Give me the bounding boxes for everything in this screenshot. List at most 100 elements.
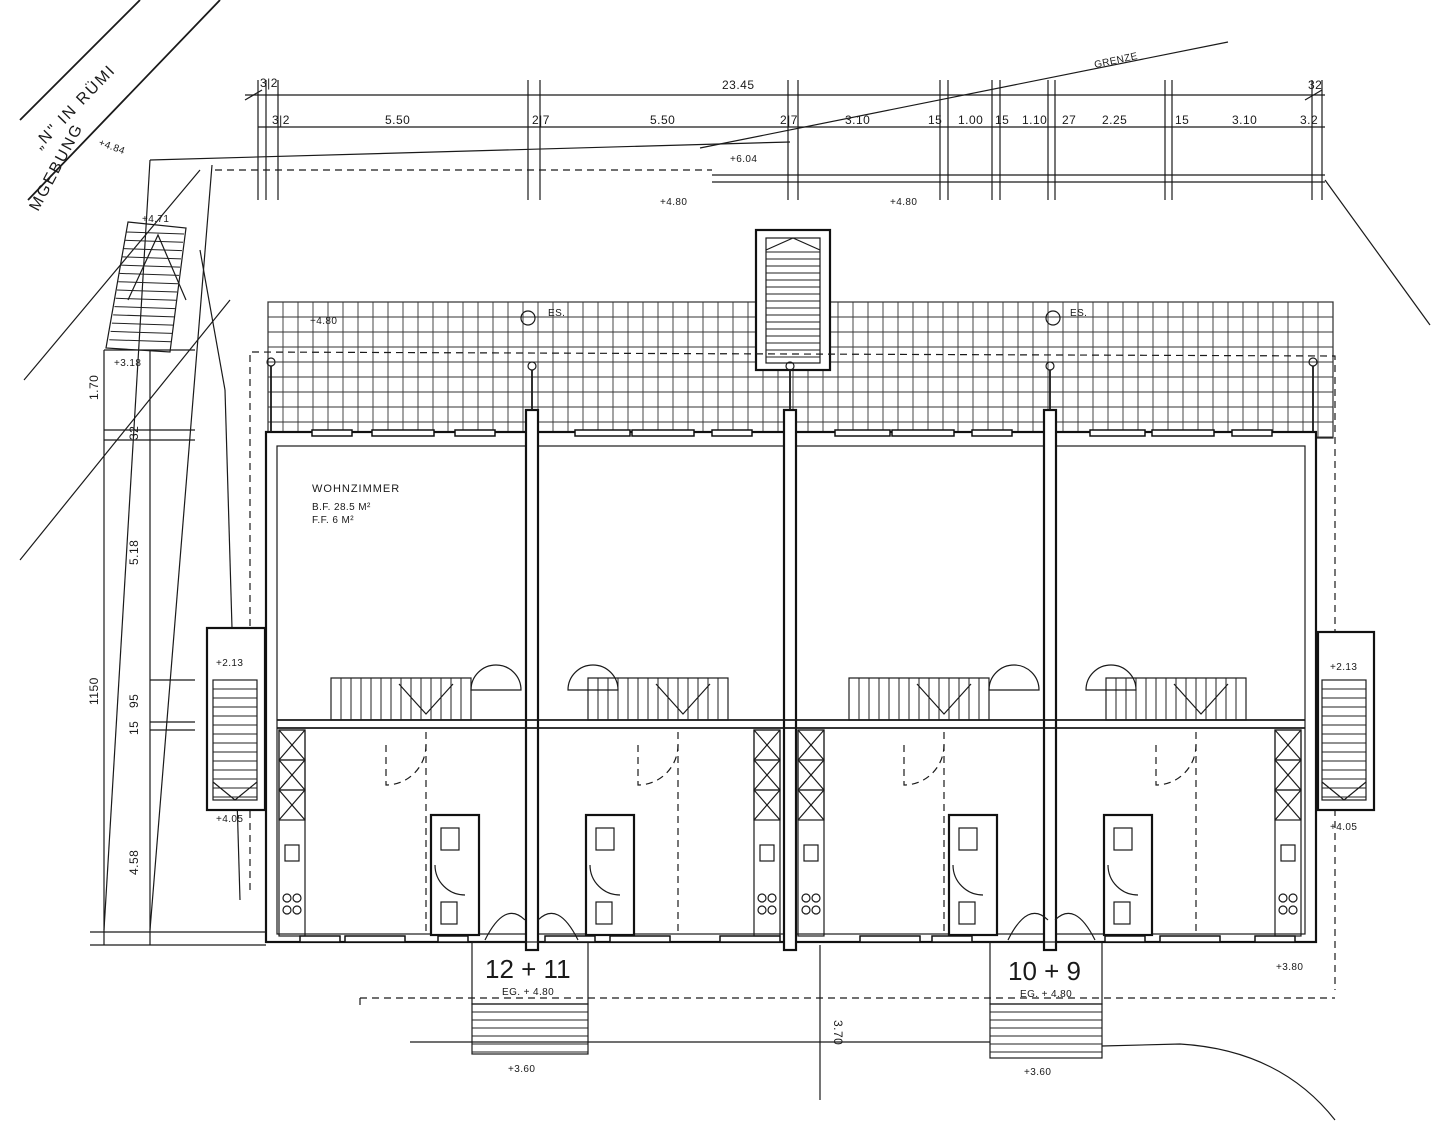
- hob-ring: [282, 893, 292, 903]
- window: [299, 935, 341, 943]
- dim-left-seg-5: 15: [127, 721, 141, 735]
- dimension-chain-left: 1150 1.70 32 5.18 95 15 4.58: [87, 349, 195, 945]
- hob-ring: [282, 905, 292, 915]
- house-level-left-pair: EG. + 4.80: [502, 987, 554, 998]
- house-number-right-pair: 10 + 9: [1008, 956, 1081, 986]
- house-number-left-pair: 12 + 11: [485, 954, 571, 984]
- dim-bottom-depth: 3.70: [831, 1020, 845, 1045]
- level-boundary-point: +6.04: [730, 154, 757, 165]
- stair-arrow: [655, 683, 711, 715]
- wc-enclosure: [947, 813, 999, 937]
- window: [711, 429, 753, 437]
- hob-ring: [292, 893, 302, 903]
- cabinet-cross: [753, 789, 781, 821]
- hob-ring: [757, 905, 767, 915]
- dim-segment-label: 2.25: [1102, 113, 1127, 127]
- hob-ring: [811, 893, 821, 903]
- wc-door-swing: [434, 864, 466, 896]
- cabinet-cross: [1274, 759, 1302, 791]
- cabinet-cross: [278, 759, 306, 791]
- window: [544, 935, 596, 943]
- dim-segment-label: 3.10: [1232, 113, 1257, 127]
- stair-tread: [125, 231, 185, 235]
- stair-tread: [113, 314, 175, 318]
- door-swing: [567, 664, 619, 691]
- hob-ring: [1288, 905, 1298, 915]
- window: [609, 935, 671, 943]
- hob-ring: [757, 893, 767, 903]
- post: [527, 361, 537, 371]
- room-name: WOHNZIMMER: [312, 483, 400, 495]
- dim-segment-label: 3|2: [272, 113, 290, 127]
- level-stair-bottom: +3.18: [114, 358, 141, 369]
- stair-tread: [116, 289, 178, 293]
- room-floor-area: B.F. 28.5 M²: [312, 502, 371, 513]
- wc-toilet: [440, 901, 458, 925]
- dim-segment-label: 1.10: [1022, 113, 1047, 127]
- cabinet-cross: [797, 789, 825, 821]
- hob-ring: [1288, 893, 1298, 903]
- dim-segment-label: 15: [928, 113, 942, 127]
- sink: [803, 844, 819, 862]
- cabinet: [1274, 789, 1302, 821]
- hob-ring: [292, 905, 302, 915]
- window: [834, 429, 891, 437]
- dim-tick: [244, 89, 263, 101]
- level-side-low-left: +4.05: [216, 814, 243, 825]
- dim-segment-label: 2|7: [780, 113, 798, 127]
- window: [631, 429, 695, 437]
- stair-arrow: [916, 683, 972, 715]
- hob-ring: [1278, 893, 1288, 903]
- dim-tick: [1304, 89, 1323, 101]
- hob-ring: [811, 905, 821, 915]
- party-wall: [782, 408, 798, 952]
- entry-door-swing: [1007, 912, 1049, 941]
- dim-segment-label: 3.10: [845, 113, 870, 127]
- stair-tread: [114, 306, 176, 310]
- window: [1159, 935, 1221, 943]
- house-level-right-pair: EG. + 4.80: [1020, 989, 1072, 1000]
- stair-tread: [115, 297, 177, 301]
- door-swing-dashed: [903, 744, 945, 786]
- stair-tread: [118, 281, 179, 285]
- entry-door-swing: [537, 912, 579, 941]
- post: [785, 361, 795, 371]
- entry-door-swing: [484, 912, 526, 941]
- cabinet-cross: [1274, 789, 1302, 821]
- level-side-entry-left: +2.13: [216, 658, 243, 669]
- cabinet-cross: [753, 729, 781, 761]
- dim-segment-label: 5.50: [650, 113, 675, 127]
- window: [574, 429, 631, 437]
- room-window-area: F.F. 6 M²: [312, 515, 354, 526]
- level-yard-2: +4.80: [890, 197, 917, 208]
- dim-segment-label: 15: [995, 113, 1009, 127]
- unit-3: [797, 664, 1040, 937]
- window: [1151, 429, 1215, 437]
- wc-door-swing: [589, 864, 621, 896]
- stair-arrow: [212, 781, 258, 801]
- cabinet-cross: [797, 759, 825, 791]
- dim-left-margin: 3|2: [260, 76, 278, 90]
- window: [1104, 935, 1146, 943]
- window: [311, 429, 353, 437]
- entry-door-swing: [1054, 912, 1096, 941]
- cabinet: [278, 789, 306, 821]
- window: [371, 429, 435, 437]
- stair-arrow: [398, 683, 454, 715]
- terrace-stair: [754, 228, 832, 372]
- post: [1045, 361, 1055, 371]
- level-entry-step-left: +3.60: [508, 1064, 535, 1075]
- hob-ring: [1278, 905, 1288, 915]
- window: [931, 935, 973, 943]
- dim-segment-label: 1.00: [958, 113, 983, 127]
- window: [1089, 429, 1146, 437]
- unit-1: [278, 664, 522, 937]
- party-wall: [524, 408, 540, 952]
- wc-enclosure: [429, 813, 481, 937]
- level-stair-top: +4.71: [142, 214, 169, 225]
- stair-tread: [111, 322, 174, 326]
- street-area: „N" IN RÜMI MGEBUNG: [19, 0, 231, 561]
- wc-door-swing: [1107, 864, 1139, 896]
